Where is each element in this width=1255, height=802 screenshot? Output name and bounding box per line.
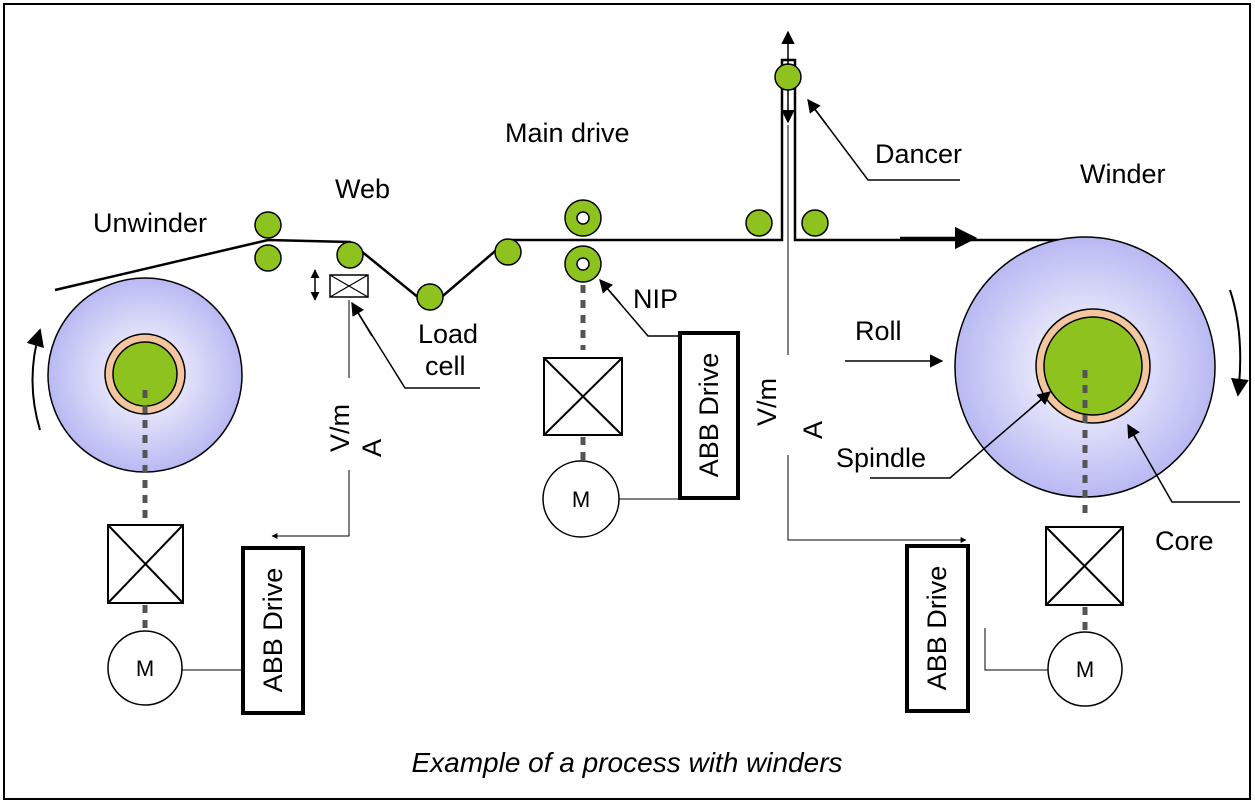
winder-a-label: A <box>798 421 828 439</box>
load-cell-sensor <box>329 274 369 298</box>
winder-motor: M <box>1047 631 1123 707</box>
unwinder-roll <box>47 277 243 473</box>
unwinder-motor: M <box>107 630 183 706</box>
unwinder-abb-drive-label: ABB Drive <box>258 568 288 693</box>
core-label: Core <box>1155 526 1214 556</box>
winder-abb-drive-label: ABB Drive <box>922 566 952 691</box>
figure-caption: Example of a process with winders <box>411 747 842 778</box>
winder-motor-label: M <box>1076 657 1094 682</box>
winder-abb-drive: ABB Drive <box>905 544 970 713</box>
winder-vm-label: V/m <box>752 378 782 426</box>
dancer-pointer <box>807 99 960 181</box>
unwinder-vm-label: V/m <box>325 404 355 452</box>
main-drive-gearbox <box>543 357 623 436</box>
main-drive-abb-drive: ABB Drive <box>678 331 740 500</box>
idler-rollers <box>254 211 522 311</box>
winder-gearbox <box>1045 526 1124 606</box>
core-pointer-head <box>1127 423 1141 447</box>
winder-roll <box>954 236 1216 498</box>
nip-pointer-head <box>599 278 621 304</box>
main-drive-label: Main drive <box>505 118 630 148</box>
unwinder-label: Unwinder <box>93 208 207 238</box>
unwinder-rotation-arrow <box>26 328 44 431</box>
winder-speed-signal <box>787 455 955 541</box>
nip-label: NIP <box>633 284 678 314</box>
main-drive-motor: M <box>542 460 620 538</box>
main-drive-abb-drive-label: ABB Drive <box>694 353 724 478</box>
web-line <box>54 58 1085 309</box>
web-label: Web <box>335 174 390 204</box>
unwinder-speed-signal <box>283 470 350 537</box>
spindle-label: Spindle <box>836 443 926 473</box>
dancer-label: Dancer <box>875 139 962 169</box>
unwinder-gearbox <box>107 524 184 604</box>
unwinder-a-label: A <box>357 439 387 457</box>
load-cell-pointer-head <box>351 301 373 337</box>
unwinder-abb-drive: ABB Drive <box>241 546 305 715</box>
load-label: Load <box>418 319 478 349</box>
figure-border <box>3 3 1251 800</box>
cell-label: cell <box>425 351 466 381</box>
winder-motor-wire <box>984 628 1048 671</box>
main-drive-nip-rollers <box>564 199 602 283</box>
spindle-pointer <box>870 391 1051 479</box>
roll-label: Roll <box>855 316 902 346</box>
main-drive-motor-label: M <box>572 487 590 512</box>
unwinder-motor-label: M <box>136 656 154 681</box>
dancer-pointer-head <box>807 98 827 125</box>
dancer-rollers <box>745 63 829 237</box>
core-pointer <box>1127 424 1240 503</box>
winder-label: Winder <box>1080 159 1166 189</box>
spindle-pointer-head <box>1029 391 1052 410</box>
winder-rotation-arrow <box>1229 289 1249 397</box>
